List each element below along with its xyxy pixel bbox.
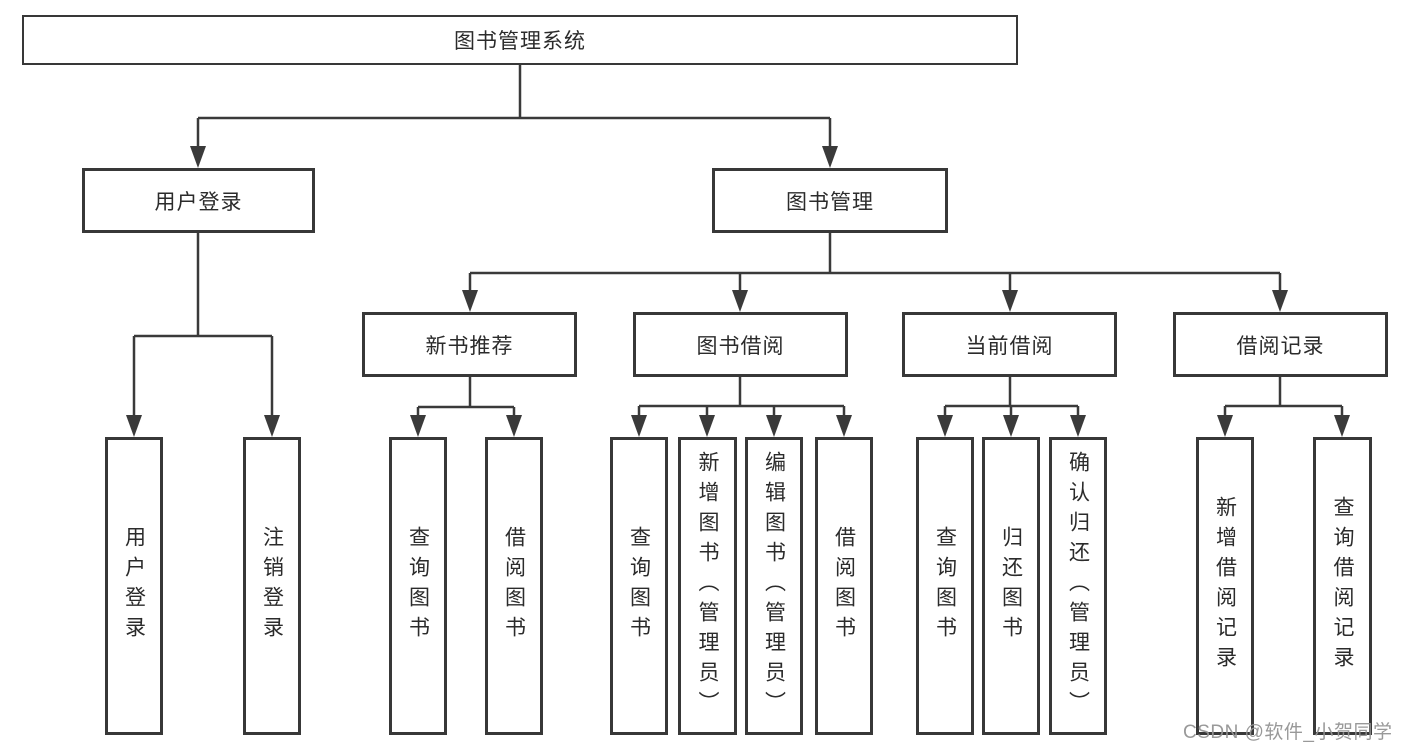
node-current-borrow-label: 当前借阅 xyxy=(965,334,1054,358)
node-leaf-query-borrow-record: 查询借阅记录 xyxy=(1313,437,1372,735)
node-leaf-add-borrow-record: 新增借阅记录 xyxy=(1196,437,1254,735)
node-book-management-branch-label: 图书管理 xyxy=(786,190,874,214)
node-book-borrow: 图书借阅 xyxy=(633,312,848,377)
node-leaf-query-books-borrow: 查询图书 xyxy=(610,437,668,735)
node-user-login-branch: 用户登录 xyxy=(82,168,315,233)
node-leaf-add-borrow-record-label: 新增借阅记录 xyxy=(1213,496,1237,676)
node-book-borrow-label: 图书借阅 xyxy=(696,334,785,358)
node-leaf-confirm-return-admin-label: 确认归还（管理员） xyxy=(1066,451,1090,721)
node-leaf-user-login-label: 用户登录 xyxy=(122,526,146,646)
node-new-book-recommend: 新书推荐 xyxy=(362,312,577,377)
node-leaf-query-books-recommend: 查询图书 xyxy=(389,437,447,735)
node-library-management-system: 图书管理系统 xyxy=(22,15,1018,65)
node-current-borrow: 当前借阅 xyxy=(902,312,1117,377)
node-book-management-branch: 图书管理 xyxy=(712,168,948,233)
node-leaf-return-books: 归还图书 xyxy=(982,437,1040,735)
node-borrow-records-label: 借阅记录 xyxy=(1236,334,1325,358)
node-leaf-user-login: 用户登录 xyxy=(105,437,163,735)
node-leaf-query-borrow-record-label: 查询借阅记录 xyxy=(1331,496,1354,676)
node-leaf-edit-books-admin-label: 编辑图书（管理员） xyxy=(762,451,786,721)
node-leaf-borrow-books: 借阅图书 xyxy=(815,437,873,735)
node-leaf-add-books-admin: 新增图书（管理员） xyxy=(678,437,737,735)
node-borrow-records: 借阅记录 xyxy=(1173,312,1388,377)
node-new-book-recommend-label: 新书推荐 xyxy=(425,334,514,358)
node-leaf-borrow-books-recommend-label: 借阅图书 xyxy=(502,526,526,646)
node-leaf-edit-books-admin: 编辑图书（管理员） xyxy=(745,437,803,735)
node-leaf-query-books-recommend-label: 查询图书 xyxy=(406,526,430,646)
node-library-management-system-label: 图书管理系统 xyxy=(454,30,586,53)
node-leaf-logout-label: 注销登录 xyxy=(260,526,284,646)
node-leaf-query-books-current: 查询图书 xyxy=(916,437,974,735)
node-leaf-borrow-books-label: 借阅图书 xyxy=(832,526,856,646)
node-user-login-branch-label: 用户登录 xyxy=(154,190,243,214)
node-leaf-add-books-admin-label: 新增图书（管理员） xyxy=(696,451,719,721)
node-leaf-confirm-return-admin: 确认归还（管理员） xyxy=(1049,437,1107,735)
node-leaf-borrow-books-recommend: 借阅图书 xyxy=(485,437,543,735)
csdn-watermark: CSDN @软件_小贺同学 xyxy=(1183,722,1393,743)
node-leaf-query-books-current-label: 查询图书 xyxy=(933,526,957,646)
node-leaf-query-books-borrow-label: 查询图书 xyxy=(627,526,651,646)
node-leaf-logout: 注销登录 xyxy=(243,437,301,735)
node-leaf-return-books-label: 归还图书 xyxy=(999,526,1023,646)
